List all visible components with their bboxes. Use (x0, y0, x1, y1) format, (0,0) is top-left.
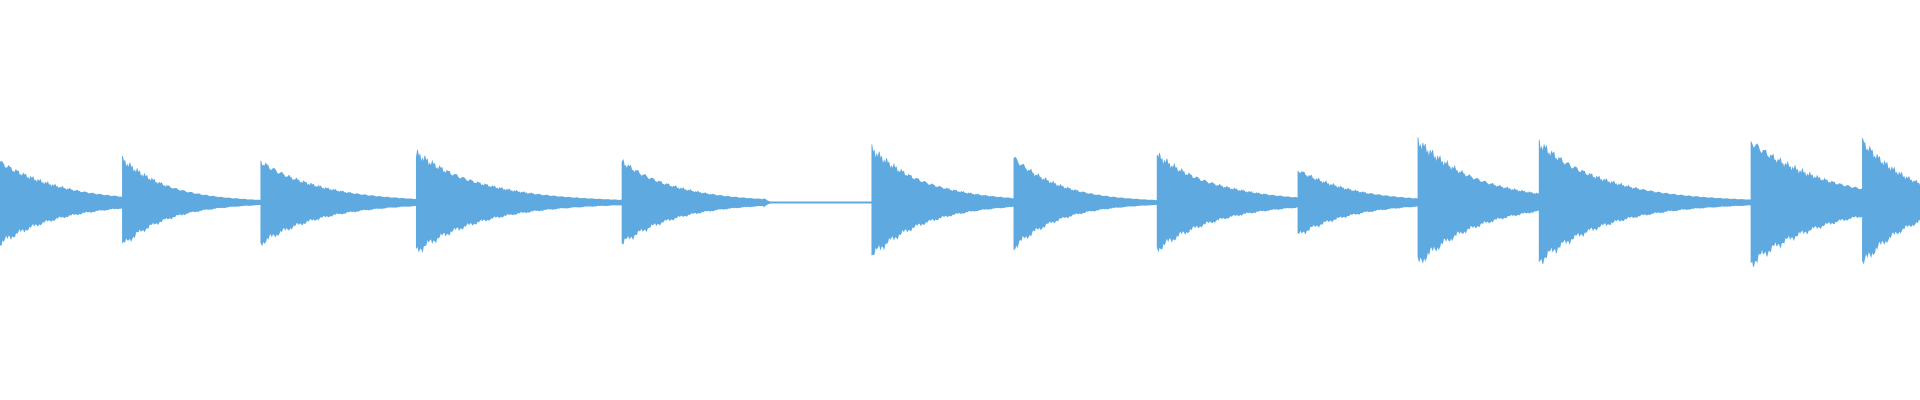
waveform-hit (1750, 141, 1863, 267)
waveform-hit (415, 149, 623, 253)
waveform-hits (0, 137, 1920, 267)
waveform-hit (871, 144, 1015, 256)
waveform-hit (122, 155, 262, 244)
waveform-hit (763, 198, 873, 208)
waveform-hit (0, 160, 123, 246)
waveform-hit (1538, 139, 1752, 264)
waveform-hit (1013, 156, 1158, 251)
waveform-hit (621, 158, 765, 245)
waveform-hit (1417, 137, 1540, 264)
waveform-hit (1156, 152, 1299, 253)
waveform-hit (1862, 138, 1920, 265)
waveform-hit (1297, 170, 1419, 235)
waveform-hit (260, 160, 417, 247)
